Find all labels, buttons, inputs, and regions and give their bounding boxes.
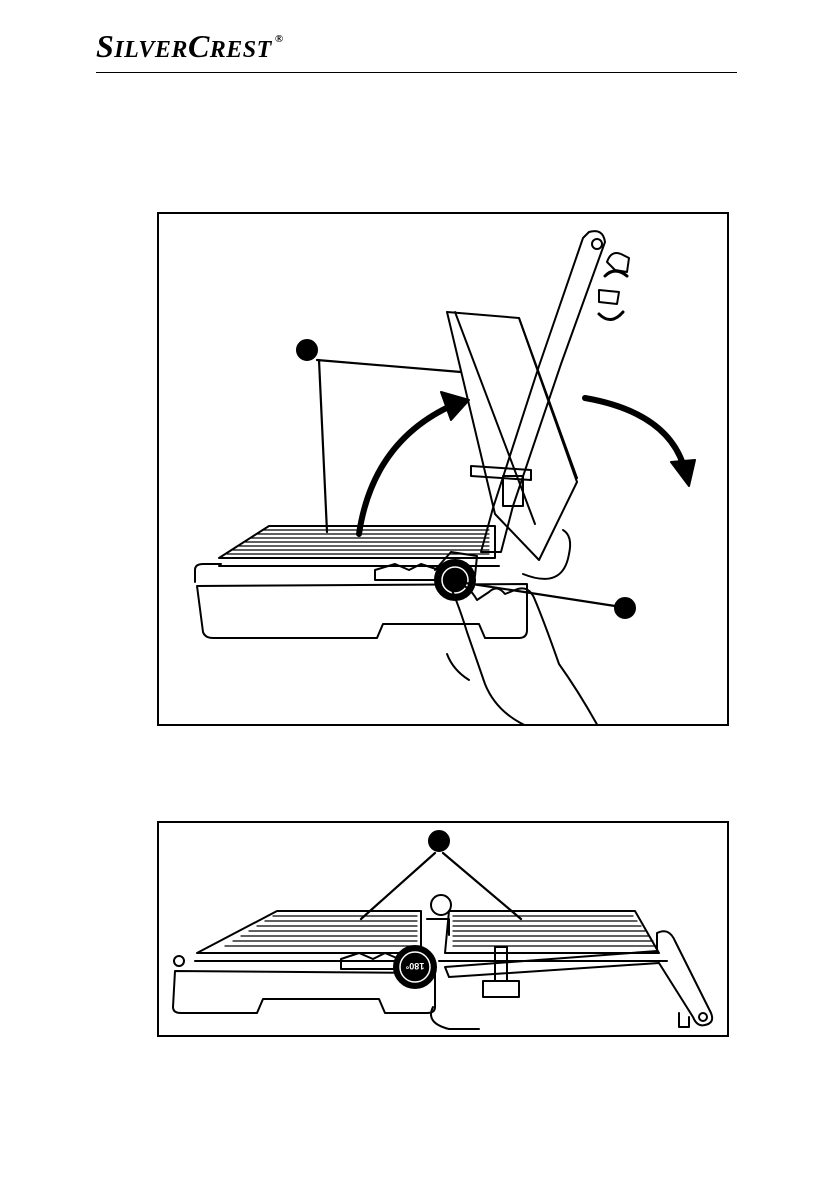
opening-arrow-flip [585, 398, 683, 464]
upper-grill-plate [447, 312, 577, 560]
dial-angle-label: 180° [405, 961, 424, 971]
left-grill-plate [197, 911, 421, 953]
right-grill-plate [445, 911, 659, 953]
temperature-dial [435, 552, 477, 600]
height-adjust-knobs [599, 253, 629, 320]
grill-flat-illustration: 180° [159, 823, 729, 1037]
grill-base [197, 584, 527, 638]
silvercrest-logo: SILVERCREST® [96, 30, 284, 62]
figure-grill-flat-open: 180° [157, 821, 729, 1037]
callout-plates-leader [317, 360, 461, 532]
hinge-arm [445, 931, 712, 1025]
callout-plates-leader [361, 853, 521, 919]
hand-illustration [451, 584, 599, 726]
opening-arrow-lift [359, 404, 455, 534]
power-cord [431, 1007, 479, 1029]
hinge-arm [481, 231, 605, 552]
figure-grill-opening [157, 212, 729, 726]
header-rule [96, 72, 737, 73]
grill-base-feet [195, 564, 221, 582]
power-cord [523, 530, 570, 579]
callout-plates [429, 831, 449, 851]
callout-plates [297, 340, 317, 360]
callout-dial [615, 598, 635, 618]
grill-opening-illustration [159, 214, 729, 726]
